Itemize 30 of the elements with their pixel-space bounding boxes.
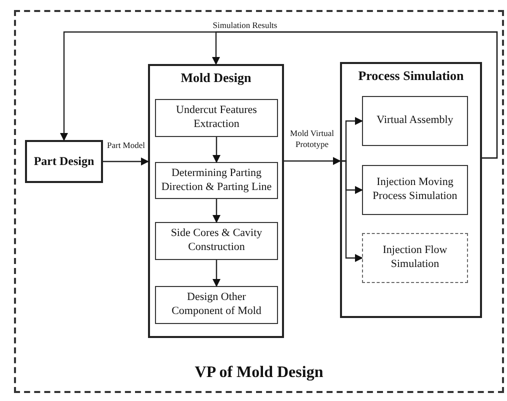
group-box (340, 62, 482, 318)
process-box (155, 99, 278, 137)
process-box (155, 286, 278, 324)
box-label: Undercut Features Extraction (175, 104, 258, 132)
box-label: Design Other Component of Mold (170, 291, 262, 319)
process-box (362, 96, 468, 146)
box-label: Injection Moving Process Simulation (372, 176, 458, 204)
arrow (212, 260, 220, 287)
arrow (212, 199, 220, 223)
process-box (362, 233, 468, 283)
heading: Mold Design (180, 70, 252, 86)
edge-label: Part Model (104, 140, 148, 151)
dashed-frame (14, 10, 504, 393)
box-label: Virtual Assembly (376, 114, 454, 128)
group-box (148, 64, 284, 338)
arrow (212, 137, 220, 163)
box-label: Injection Flow Simulation (382, 244, 448, 272)
arrow (212, 31, 498, 159)
arrow (284, 157, 341, 165)
process-box (155, 162, 278, 199)
heading: Process Simulation (357, 68, 465, 84)
arrow (103, 158, 149, 166)
process-box (25, 140, 103, 183)
process-box (362, 165, 468, 215)
box-label: Part Design (32, 154, 96, 169)
heading: VP of Mold Design (194, 363, 324, 383)
box-label: Side Cores & Cavity Construction (170, 227, 264, 255)
box-label: Determining Parting Direction & Parting Line (160, 166, 273, 194)
arrow (340, 160, 363, 262)
process-box (155, 222, 278, 260)
